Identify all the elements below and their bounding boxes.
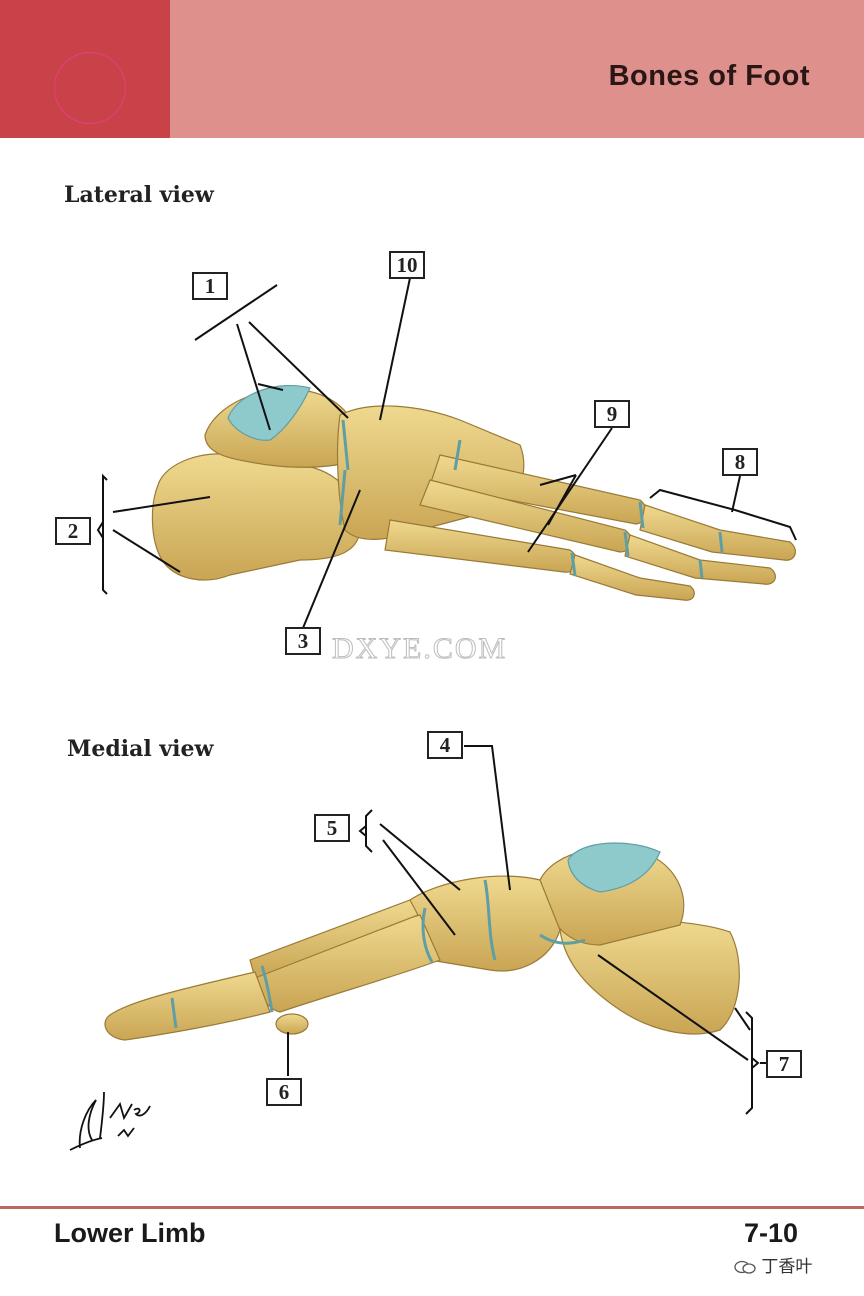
label-box-9: 9 [594,400,630,428]
header-bar [170,0,864,138]
label-box-2: 2 [55,517,91,545]
wechat-icon [734,1260,756,1274]
medial-view-title: Medial view [67,736,214,762]
medial-leader-lines [287,745,766,1115]
lateral-leader-lines [96,277,797,629]
header-circle-icon [54,52,126,124]
lateral-foot-drawing [151,384,796,601]
medial-foot-drawing [104,842,740,1041]
footer-section: Lower Limb [54,1218,206,1248]
label-box-5: 5 [314,814,350,842]
label-box-3: 3 [285,627,321,655]
social-attribution: 丁香叶 [734,1252,812,1277]
lateral-calcaneus [151,453,361,581]
medial-phalanges [104,971,271,1041]
page-title: Bones of Foot [608,60,810,92]
lateral-view-title: Lateral view [64,182,214,208]
social-account-name: 丁香叶 [761,1257,813,1277]
label-box-10: 10 [389,251,425,279]
medial-talus-cartilage [567,842,661,893]
label-box-7: 7 [766,1050,802,1078]
label-box-8: 8 [722,448,758,476]
label-box-6: 6 [266,1078,302,1106]
lateral-talus-cartilage [227,384,311,441]
watermark: DXYE.COM [331,632,508,666]
label-box-4: 4 [427,731,463,759]
footer-page-number: 7-10 [744,1218,799,1248]
lateral-phalanges [639,504,796,561]
lateral-phalanges [569,554,695,601]
lateral-phalanges [624,534,776,585]
footer-divider [0,1206,864,1209]
netter-signature-icon [69,1091,151,1151]
medial-sesamoid [275,1013,309,1035]
label-box-1: 1 [192,272,228,300]
